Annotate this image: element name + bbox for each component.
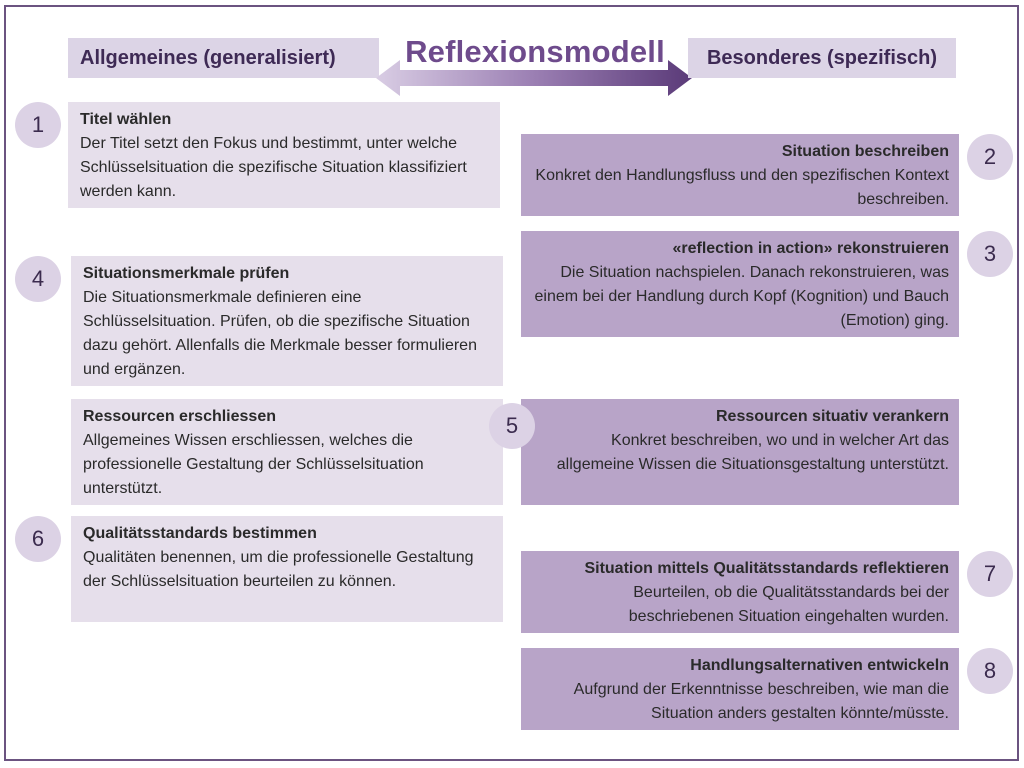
step-number-3: 3 [967,231,1013,277]
step-7-box: Situation mittels Qualitätsstandards ref… [521,551,959,633]
step-1-title: Titel wählen [80,111,172,128]
diagram-frame [4,5,1019,761]
step-5-left-title: Ressourcen erschliessen [83,408,276,425]
step-number-6: 6 [15,516,61,562]
step-5-left-box: Ressourcen erschliessen Allgemeines Wiss… [71,399,503,505]
step-4-text: Die Situationsmerkmale definieren eine S… [83,289,477,378]
step-8-text: Aufgrund der Erkenntnisse beschreiben, w… [573,681,949,722]
step-5-right-title: Ressourcen situativ verankern [716,408,949,425]
step-4-box: Situationsmerkmale prüfen Die Situations… [71,256,503,386]
step-number-7: 7 [967,551,1013,597]
step-8-title: Handlungsalternativen entwickeln [690,657,949,674]
step-number-2: 2 [967,134,1013,180]
step-1-text: Der Titel setzt den Fokus und bestimmt, … [80,135,467,200]
step-2-title: Situation beschreiben [781,143,949,160]
step-number-1: 1 [15,102,61,148]
step-3-text: Die Situation nachspielen. Danach rekons… [534,264,950,329]
step-5-right-text: Konkret beschreiben, wo und in welcher A… [556,432,949,473]
step-number-4: 4 [15,256,61,302]
step-5-right-box: Ressourcen situativ verankern Konkret be… [521,399,959,505]
step-8-box: Handlungsalternativen entwickeln Aufgrun… [521,648,959,730]
step-3-title: «reflection in action» rekonstruieren [672,240,949,257]
step-3-box: «reflection in action» rekonstruieren Di… [521,231,959,337]
header-specific: Besonderes (spezifisch) [688,38,956,78]
step-7-text: Beurteilen, ob die Qualitätsstandards be… [628,584,949,625]
header-general: Allgemeines (generalisiert) [68,38,379,78]
step-number-5: 5 [489,403,535,449]
step-5-left-text: Allgemeines Wissen erschliessen, welches… [83,432,424,497]
step-6-title: Qualitätsstandards bestimmen [83,525,317,542]
step-4-title: Situationsmerkmale prüfen [83,265,290,282]
step-2-text: Konkret den Handlungsfluss und den spezi… [535,167,949,208]
step-1-box: Titel wählen Der Titel setzt den Fokus u… [68,102,500,208]
step-number-8: 8 [967,648,1013,694]
step-7-title: Situation mittels Qualitätsstandards ref… [584,560,949,577]
double-arrow-icon [376,60,692,96]
step-2-box: Situation beschreiben Konkret den Handlu… [521,134,959,216]
diagram-title: Reflexionsmodell [405,34,665,69]
step-6-text: Qualitäten benennen, um die professionel… [83,549,474,590]
step-6-box: Qualitätsstandards bestimmen Qualitäten … [71,516,503,622]
